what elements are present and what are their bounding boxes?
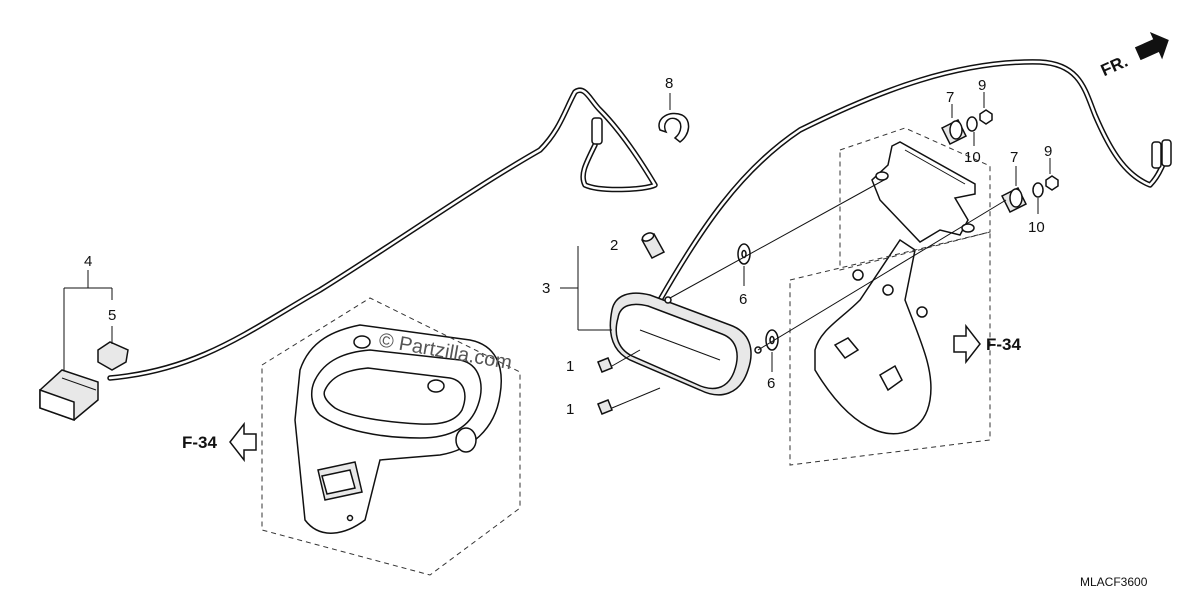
tail-light-part-3[interactable] <box>609 292 762 396</box>
washer-part-6-lower[interactable] <box>765 329 779 351</box>
callout-2: 2 <box>610 237 618 254</box>
washer-part-10-upper[interactable] <box>966 116 978 132</box>
nut-part-9-lower[interactable] <box>1045 175 1059 191</box>
callout-1-lower: 1 <box>566 401 574 418</box>
rear-fender <box>294 324 502 534</box>
callout-7-upper: 7 <box>946 89 954 106</box>
front-direction-marker: FR. <box>1098 31 1169 80</box>
mounting-bracket <box>871 141 976 243</box>
callout-4: 4 <box>84 253 92 270</box>
ref-arrow-right[interactable]: F-34 <box>953 323 1022 365</box>
license-bracket <box>814 238 932 435</box>
callout-10-upper: 10 <box>964 149 981 166</box>
washer-part-6-upper[interactable] <box>737 243 751 265</box>
callout-10-lower: 10 <box>1028 219 1045 236</box>
connector-part-4[interactable] <box>39 369 99 422</box>
explode-lines <box>611 179 1007 409</box>
washer-part-10-lower[interactable] <box>1032 182 1044 198</box>
callout-9-lower: 9 <box>1044 143 1052 160</box>
wire-harness <box>107 59 1172 381</box>
clip-part-5[interactable] <box>97 341 129 371</box>
upper-dashed-outline <box>839 127 991 271</box>
grommet-part-7-upper[interactable] <box>940 118 968 146</box>
diagram-code: MLACF3600 <box>1080 575 1148 589</box>
callout-6-upper: 6 <box>739 291 747 308</box>
small-part-1-upper[interactable] <box>597 357 613 373</box>
ref-right-label: F-34 <box>986 335 1022 354</box>
callout-7-lower: 7 <box>1010 149 1018 166</box>
ref-left-label: F-34 <box>182 433 218 452</box>
callout-9-upper: 9 <box>978 77 986 94</box>
leader-lines <box>63 92 1051 372</box>
fender-dashed-outline <box>261 297 521 576</box>
ref-arrow-left[interactable]: F-34 <box>182 421 257 463</box>
callout-3: 3 <box>542 280 550 297</box>
background-dot-texture <box>260 150 520 300</box>
callout-1-upper: 1 <box>566 358 574 375</box>
callout-6-lower: 6 <box>767 375 775 392</box>
nut-part-9-upper[interactable] <box>979 109 993 125</box>
callout-5: 5 <box>108 307 116 324</box>
small-part-1-lower[interactable] <box>597 399 613 415</box>
front-arrow-icon <box>1134 31 1169 61</box>
band-clip-part-8[interactable] <box>658 112 690 143</box>
callout-8: 8 <box>665 75 673 92</box>
grommet-part-7-lower[interactable] <box>1000 186 1028 214</box>
front-marker-label: FR. <box>1098 52 1131 80</box>
collar-part-2[interactable] <box>640 231 666 259</box>
bracket-dashed-outline <box>789 231 991 466</box>
